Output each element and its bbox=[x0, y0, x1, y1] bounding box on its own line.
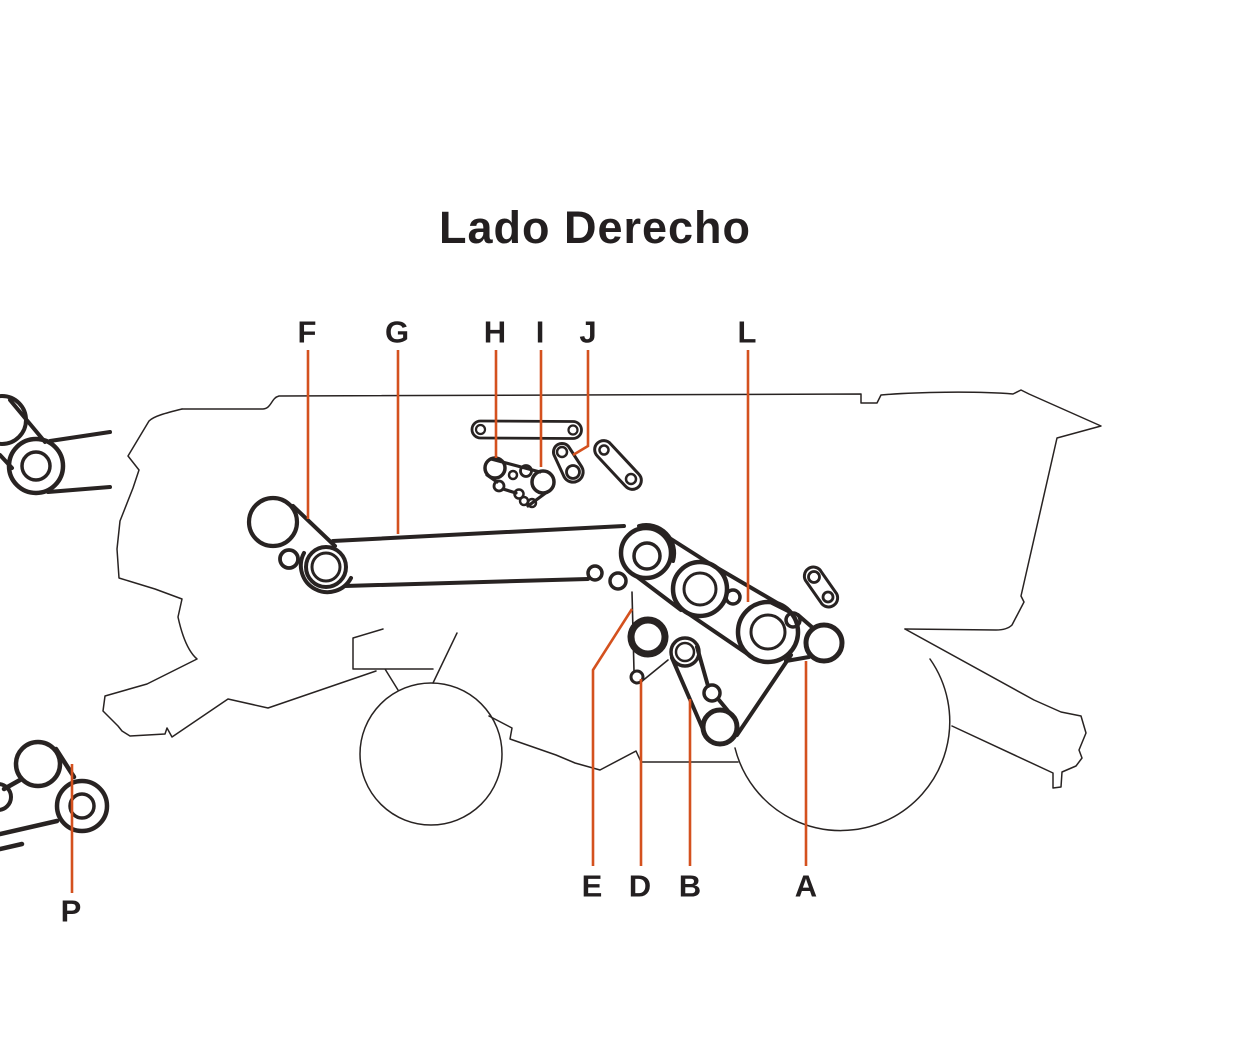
rod-end bbox=[474, 423, 487, 436]
link-right-of-J bbox=[593, 439, 643, 491]
part-label-J: J bbox=[579, 314, 597, 350]
link-end bbox=[807, 570, 821, 584]
pulley-hub bbox=[682, 571, 718, 607]
pulley bbox=[6, 436, 66, 496]
diagram-title: Lado Derecho bbox=[438, 202, 752, 253]
pulley-bold bbox=[627, 616, 669, 658]
front-wheel bbox=[359, 682, 503, 826]
link-J bbox=[552, 442, 585, 484]
leader-line-J bbox=[572, 350, 590, 457]
part-label-B: B bbox=[678, 868, 702, 904]
link-outline bbox=[593, 439, 643, 491]
link-outline bbox=[802, 565, 840, 609]
belt-lines bbox=[0, 746, 77, 852]
idler bbox=[702, 683, 722, 703]
feeder-house-lines bbox=[352, 628, 458, 691]
belt-loop-pulley bbox=[803, 622, 845, 664]
idler-D bbox=[629, 669, 645, 685]
body-top-outline bbox=[181, 389, 1102, 631]
pulley-A bbox=[735, 599, 801, 665]
link-end bbox=[598, 444, 610, 456]
belt-bottom-run bbox=[343, 577, 590, 588]
part-label-L: L bbox=[737, 314, 757, 350]
idler bbox=[724, 588, 742, 606]
pulley-group-right bbox=[618, 523, 845, 665]
leader-lines bbox=[70, 350, 808, 893]
pulley-group-HI bbox=[483, 456, 556, 509]
pulley bbox=[0, 782, 13, 812]
body-left-outline bbox=[102, 408, 377, 738]
pulley-hub bbox=[674, 641, 696, 663]
pulley-L bbox=[670, 559, 730, 619]
belt-wrap bbox=[637, 523, 677, 563]
idler bbox=[278, 548, 300, 570]
belt-G-group bbox=[246, 495, 628, 595]
idler bbox=[518, 495, 530, 507]
idler bbox=[784, 611, 802, 629]
body-underside-line bbox=[488, 715, 739, 771]
link-end bbox=[624, 472, 638, 486]
idler bbox=[526, 497, 538, 509]
machine-body-outline bbox=[102, 389, 1102, 832]
pulley-F bbox=[246, 495, 300, 549]
idler bbox=[492, 479, 506, 493]
link-end bbox=[821, 590, 835, 604]
body-rear-lower-outline bbox=[904, 628, 1087, 789]
leader-line-E bbox=[591, 608, 634, 866]
idler bbox=[608, 571, 628, 591]
part-label-H: H bbox=[483, 314, 507, 350]
pulley-hub bbox=[68, 792, 96, 820]
part-label-F: F bbox=[297, 314, 317, 350]
part-label-G: G bbox=[384, 314, 410, 350]
pulley bbox=[54, 778, 110, 834]
part-label-I: I bbox=[535, 314, 545, 350]
rod-end bbox=[567, 424, 579, 436]
rod-link bbox=[470, 419, 583, 440]
part-label-P: P bbox=[60, 893, 82, 929]
pulley-hub bbox=[310, 551, 342, 583]
part-label-A: A bbox=[794, 868, 818, 904]
pulley bbox=[13, 739, 63, 789]
link-end bbox=[555, 445, 569, 459]
idler bbox=[507, 469, 519, 481]
pulley-I bbox=[530, 469, 556, 495]
link-end bbox=[565, 464, 581, 480]
belt-lines bbox=[0, 398, 112, 494]
part-label-E: E bbox=[581, 868, 603, 904]
pulley-hub bbox=[632, 541, 662, 571]
belt-top-run bbox=[331, 524, 626, 543]
idler bbox=[586, 564, 604, 582]
pulley bbox=[618, 525, 674, 581]
pulley-group-P bbox=[0, 739, 110, 852]
pulley bbox=[304, 545, 348, 589]
pulley-group-bottom bbox=[627, 591, 793, 747]
belt-run bbox=[684, 564, 786, 659]
rod-outline bbox=[470, 419, 583, 440]
belt-run bbox=[770, 601, 815, 663]
link-outline bbox=[552, 442, 585, 484]
pulley-hub bbox=[20, 450, 52, 482]
pulley-group-top-left bbox=[0, 394, 112, 496]
belt-lines bbox=[485, 457, 549, 508]
rear-wheel-arc bbox=[734, 658, 951, 832]
belt-bridge bbox=[291, 504, 337, 548]
belt-run bbox=[670, 645, 793, 737]
pulley-hub bbox=[749, 613, 787, 651]
part-label-D: D bbox=[628, 868, 652, 904]
